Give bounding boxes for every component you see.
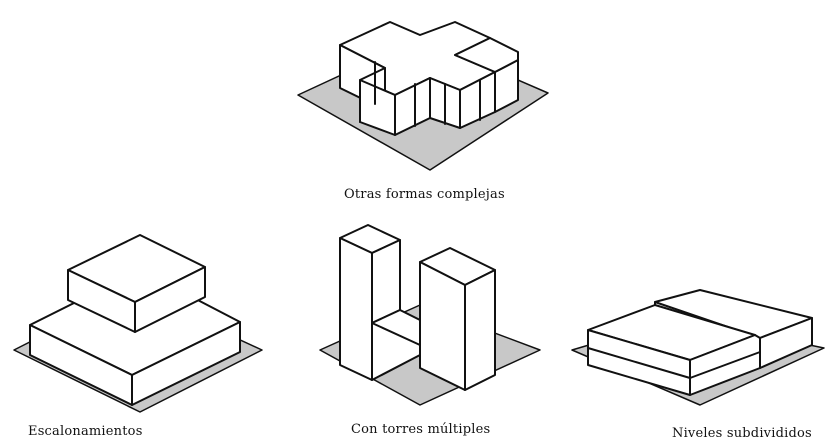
caption-stepped: Escalonamientos — [28, 424, 143, 439]
caption-complex-shapes: Otras formas complejas — [344, 187, 505, 202]
caption-multiple-towers: Con torres múltiples — [351, 422, 491, 437]
caption-split-levels: Niveles subdivididos — [672, 426, 812, 441]
